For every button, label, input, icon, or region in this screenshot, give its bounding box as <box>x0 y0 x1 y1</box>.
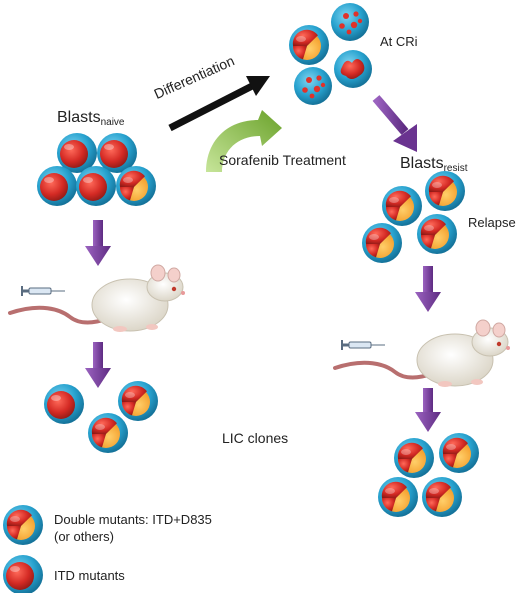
blasts-resist-label: Blastsresist <box>400 155 467 174</box>
sorafenib-arrow <box>206 110 282 172</box>
lic-clones-label: LIC clones <box>222 430 289 446</box>
relapse-label: Relapse <box>468 215 516 230</box>
double-mutant-cell <box>289 25 329 65</box>
double-mutant-cell <box>425 171 465 211</box>
purple-arrow <box>415 266 441 312</box>
differentiation-arrow <box>168 76 270 132</box>
itd-cell <box>76 166 116 206</box>
differentiated-cell <box>294 67 332 105</box>
mouse-icon <box>333 318 512 389</box>
blasts-naive-label-main: Blasts <box>57 109 101 126</box>
double-mutant-cell <box>116 166 156 206</box>
double-mutant-cell <box>88 413 128 453</box>
itd-cell <box>37 166 77 206</box>
blasts-resist-label-main: Blasts <box>400 155 444 172</box>
differentiated-cell <box>334 50 372 88</box>
double-mutant-cell <box>118 381 158 421</box>
sorafenib-treatment-label: Sorafenib Treatment <box>219 152 346 168</box>
legend-itd-mutant-text: ITD mutants <box>54 568 125 583</box>
double-mutant-cell <box>422 477 462 517</box>
purple-arrow <box>415 388 441 432</box>
mouse-icon <box>8 263 187 334</box>
lic-clones-right <box>378 433 479 517</box>
itd-cell <box>44 384 84 424</box>
legend-double-mutant-line2: (or others) <box>54 529 114 544</box>
purple-arrow <box>85 342 111 388</box>
syringe-icon <box>340 339 386 351</box>
differentiated-cell <box>331 3 369 41</box>
naive-blasts-cluster <box>37 133 156 206</box>
legend-double-mutant-text: Double mutants: ITD+D835 (or others) <box>54 511 212 545</box>
syringe-icon <box>20 285 66 297</box>
double-mutant-cell <box>378 477 418 517</box>
purple-arrow-diagonal <box>372 95 417 152</box>
resistant-blasts-cluster <box>362 171 465 263</box>
mouse-right <box>333 318 512 389</box>
legend-double-mutant-line1: Double mutants: ITD+D835 <box>54 512 212 527</box>
double-mutant-cell <box>417 214 457 254</box>
purple-arrow <box>85 220 111 266</box>
blasts-resist-label-sub: resist <box>443 163 468 174</box>
mouse-left <box>8 263 187 334</box>
double-mutant-cell <box>394 438 434 478</box>
legend-double-mutant-icon <box>3 505 43 545</box>
lic-clones-left <box>44 381 158 453</box>
cri-cells <box>289 3 372 105</box>
blasts-naive-label: Blastsnaive <box>57 109 124 128</box>
double-mutant-cell <box>362 223 402 263</box>
double-mutant-cell <box>439 433 479 473</box>
double-mutant-cell <box>382 186 422 226</box>
at-cri-label: At CRi <box>380 34 418 49</box>
legend-itd-mutant-icon <box>3 555 43 595</box>
blasts-naive-label-sub: naive <box>100 117 125 128</box>
